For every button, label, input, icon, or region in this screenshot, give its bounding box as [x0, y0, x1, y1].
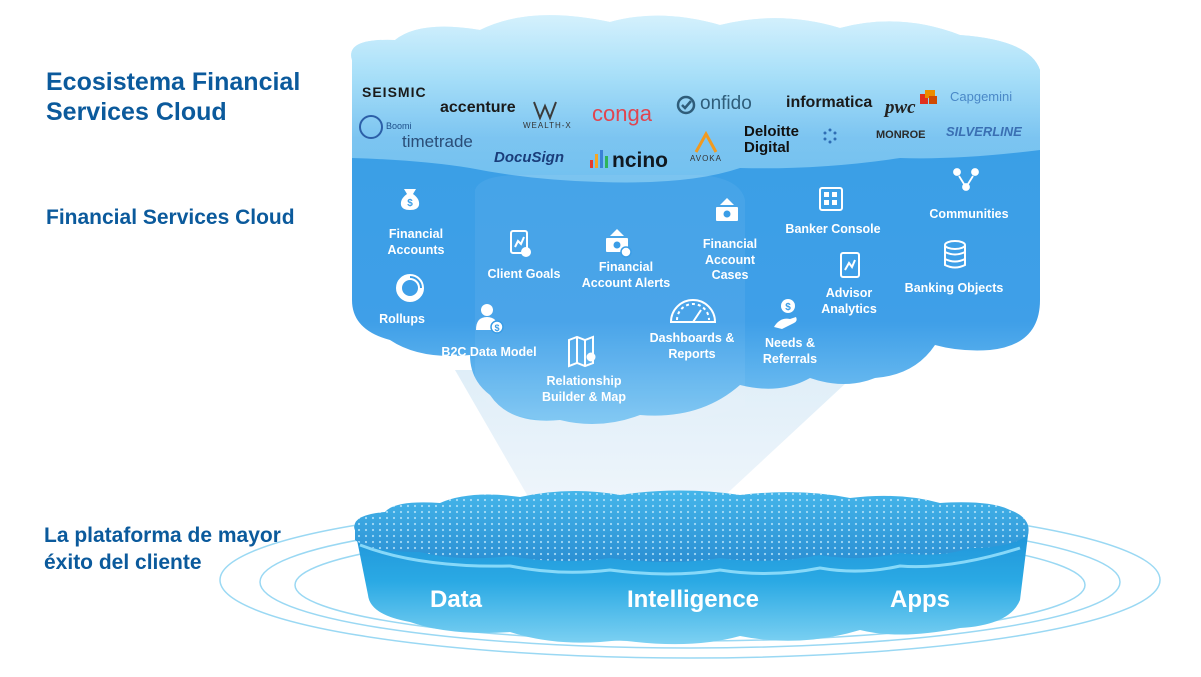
dell-logo-icon: [359, 115, 383, 139]
feature-communities: Communities: [929, 207, 1009, 221]
feature-financial-account-cases: Financial Account Cases: [702, 237, 758, 283]
avoka-triangle-icon: [694, 130, 718, 153]
logo-pwc: pwc: [885, 97, 916, 118]
layer-apps: Apps: [890, 586, 950, 613]
westmonroe-dots-icon: [823, 128, 837, 144]
feature-rollups: Rollups: [379, 312, 425, 326]
database-icon: [944, 240, 966, 269]
money-case-icon: [716, 198, 738, 221]
feature-advisor-analytics: Advisor Analytics: [821, 286, 877, 316]
person-dollar-icon: $: [476, 304, 504, 334]
fsc-heading: Financial Services Cloud: [46, 206, 295, 229]
map-pin-icon: [568, 335, 596, 368]
hand-money-icon: $: [774, 299, 797, 329]
logo-informatica: informatica: [786, 94, 873, 111]
logo-deloitte: Deloitte: [744, 123, 800, 140]
svg-text:$: $: [494, 323, 499, 333]
logo-silverline: SILVERLINE: [946, 124, 1022, 139]
feature-b2c-data-model: B2C Data Model: [441, 345, 537, 359]
logo-deloitte-digital: Digital: [744, 139, 790, 156]
layer-data: Data: [429, 586, 483, 613]
ecosystem-heading: Ecosistema Financial Services Cloud: [46, 68, 301, 126]
feature-financial-account-alerts: Financial Account Alerts: [581, 260, 671, 290]
logo-accenture: accenture: [440, 99, 516, 116]
platform-dot-texture: [354, 490, 1029, 562]
logo-timetrade: timetrade: [402, 132, 473, 151]
money-bag-icon: $: [400, 189, 420, 210]
feature-needs-referrals: Needs & Referrals: [762, 336, 818, 366]
logo-docusign: DocuSign: [494, 149, 564, 166]
logo-boomi: Boomi: [386, 121, 412, 131]
layer-intelligence: Intelligence: [626, 586, 760, 613]
money-alert-icon: [606, 229, 632, 258]
ncino-bars-icon: [590, 150, 608, 168]
feature-financial-accounts: Financial Accounts: [387, 227, 445, 257]
logo-conga: conga: [592, 101, 652, 126]
logo-ncino: ncino: [612, 149, 668, 172]
logo-avoka: AVOKA: [690, 154, 722, 163]
people-network-icon: [953, 168, 979, 191]
logo-onfido: onfido: [700, 93, 752, 114]
feature-banking-objects: Banking Objects: [904, 281, 1004, 295]
feature-client-goals: Client Goals: [487, 267, 561, 281]
svg-text:$: $: [407, 198, 413, 209]
inner-panel: [475, 175, 745, 424]
console-grid-icon: [819, 187, 843, 211]
platform-heading: La plataforma de mayor éxito del cliente: [44, 524, 281, 574]
donut-chart-icon: [396, 274, 424, 302]
pwc-blocks-icon: [920, 90, 937, 104]
feature-relationship-builder: Relationship Builder & Map: [541, 374, 627, 404]
feature-banker-console: Banker Console: [785, 222, 881, 236]
tablet-chart-icon: [510, 230, 531, 257]
platform-glow-edge: [359, 543, 1021, 576]
cloud-top-band: [351, 15, 1040, 183]
logo-wealthx: WEALTH-X: [523, 121, 572, 130]
logo-seismic: SEISMIC: [362, 84, 427, 100]
logo-capgemini: Capgemini: [950, 89, 1013, 104]
logo-westmonroe: MONROE: [876, 129, 926, 141]
analytics-tablet-icon: [840, 252, 860, 278]
gauge-icon: [669, 299, 717, 323]
svg-text:$: $: [785, 302, 791, 313]
feature-dashboards-reports: Dashboards & Reports: [649, 331, 735, 361]
onfido-check-icon: [676, 95, 696, 115]
wealthx-w-icon: [533, 101, 557, 121]
